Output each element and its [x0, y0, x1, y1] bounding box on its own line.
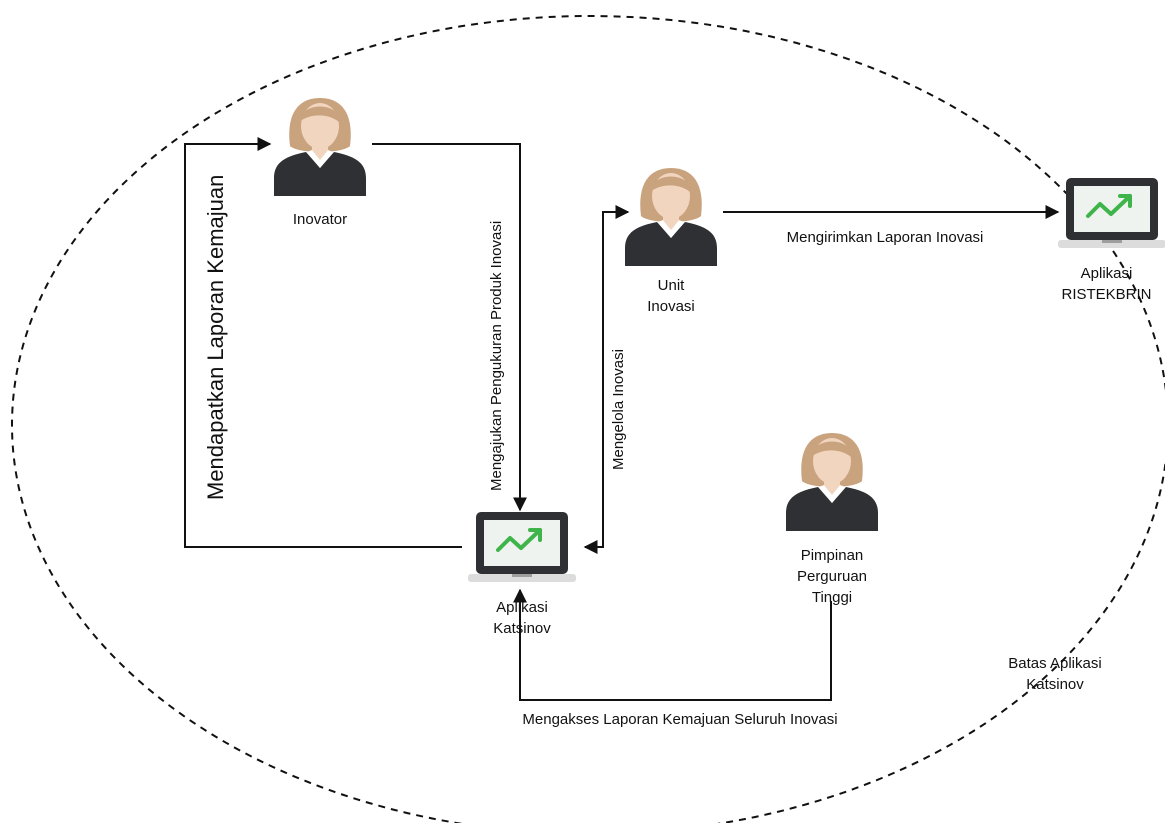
flow-mengakses-label: Mengakses Laporan Kemajuan Seluruh Inova…	[522, 711, 838, 728]
flow-mengajukan-arrow	[372, 143, 527, 512]
ristekbrin-laptop-icon	[1056, 176, 1165, 250]
unit-inovasi-label: Unit Inovasi	[647, 277, 695, 315]
pimpinan-label: Pimpinan Perguruan Tinggi	[796, 547, 868, 606]
flow-mendapatkan-label: Mendapatkan Laporan Kemajuan	[203, 174, 228, 500]
flow-mengakses-arrow	[513, 588, 832, 701]
flow-mendapatkan-arrow	[184, 137, 462, 548]
pimpinan-actor-icon	[786, 433, 878, 531]
flow-mengajukan-label: Mengajukan Pengukuran Produk Inovasi	[488, 220, 505, 491]
ristekbrin-label: Aplikasi RISTEKBRIN	[1061, 265, 1152, 303]
unit-inovasi-actor-icon	[625, 168, 717, 266]
inovator-label: Inovator	[292, 211, 348, 228]
flow-mengelola-arrow	[583, 205, 630, 554]
katsinov-label: Aplikasi Katsinov	[493, 599, 551, 637]
flow-mengelola-label: Mengelola Inovasi	[610, 349, 627, 470]
inovator-actor-icon	[274, 98, 366, 196]
boundary-label: Batas Aplikasi Katsinov	[1008, 655, 1102, 693]
flow-mengirimkan-label: Mengirimkan Laporan Inovasi	[786, 229, 984, 246]
system-boundary-ellipse	[11, 15, 1165, 823]
katsinov-laptop-icon	[466, 510, 578, 584]
